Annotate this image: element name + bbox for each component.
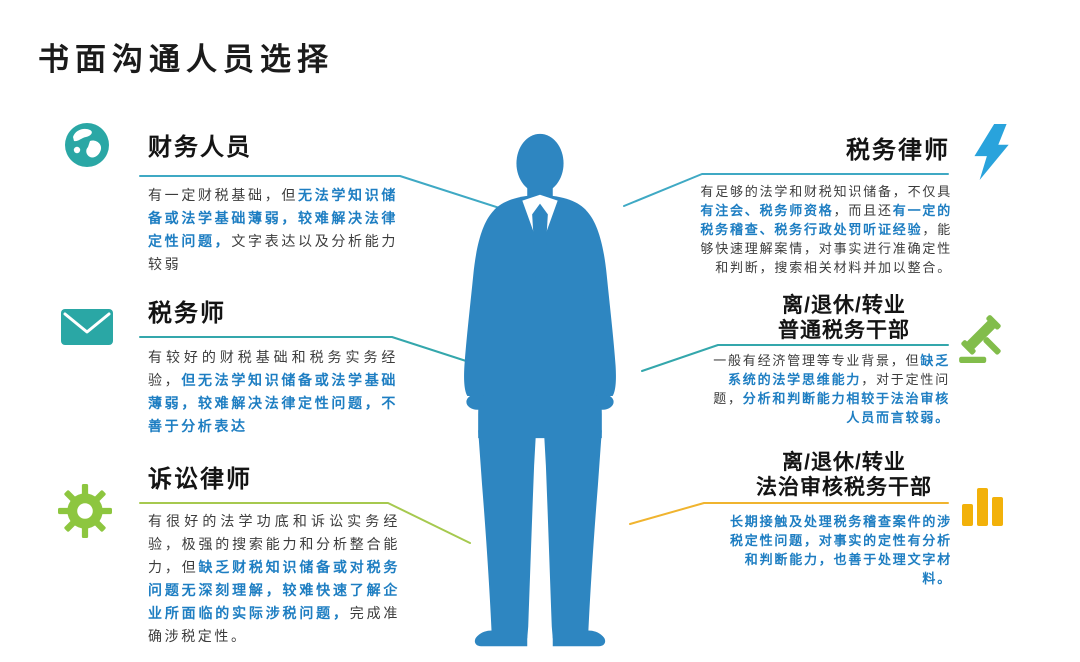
item-title-line: 离/退休/转业 [782,451,906,474]
desc-segment: 文字表达以及分析能力较弱 [148,233,399,272]
desc-segment-highlight: 长期接触及处理税务稽查案件的涉税定性问题，对事实的定性有分析和判断能力，也善于处… [729,514,952,586]
desc-segment: 一般有经济管理等专业背景，但 [713,353,921,368]
item-description: 有较好的财税基础和税务实务经验，但无法学知识储备或法学基础薄弱，较难解决法律定性… [148,346,398,438]
item-title: 税务律师 [846,137,950,164]
desc-segment: ，对于定性问题， [713,372,950,406]
bar-chart-icon [960,484,1006,526]
globe-icon [63,121,111,169]
item-description: 有足够的法学和财税知识储备，不仅具有注会、税务师资格，而且还有一定的税务稽查、税… [694,182,952,277]
item-title: 财务人员 [148,134,252,161]
item-description: 一般有经济管理等专业背景，但缺乏系统的法学思维能力，对于定性问题，分析和判断能力… [700,351,950,427]
desc-segment: 有很好的法学功底和诉讼实务经验，极强的搜索能力和分析整合能力，但 [148,513,400,575]
envelope-icon [61,307,113,347]
gear-icon [57,484,112,538]
desc-segment: 完成准确涉税定性。 [148,605,400,644]
item-title: 离/退休/转业普通税务干部 [736,293,952,343]
desc-segment-highlight: 缺乏系统的法学思维能力 [727,353,950,387]
desc-segment: 有足够的法学和财税知识储备，不仅具 [700,184,952,199]
page-title: 书面沟通人员选择 [38,42,334,77]
item-title: 税务师 [148,300,226,327]
item-description: 长期接触及处理税务稽查案件的涉税定性问题，对事实的定性有分析和判断能力，也善于处… [718,512,952,588]
item-title-line: 法治审核税务干部 [756,476,932,499]
desc-segment-highlight: 分析和判断能力相较于法治审核人员而言较弱。 [742,391,950,425]
desc-segment: 有较好的财税基础和税务实务经验， [148,349,398,388]
desc-segment: ，能够快速理解案情，对事实进行准确定性和判断，搜索相关材料并加以整合。 [700,222,952,275]
desc-segment-highlight: 缺乏财税知识储备或对税务问题无深刻理解，较难快速了解企业所面临的实际涉税问题， [148,559,400,621]
desc-segment-highlight: 有注会、税务师资格 [700,203,834,218]
desc-segment-highlight: 无法学知识储备或法学基础薄弱，较难解决法律定性问题， [148,187,398,249]
businessman-silhouette [432,130,648,660]
desc-segment-highlight: 但无法学知识储备或法学基础薄弱，较难解决法律定性问题，不善于分析表达 [148,372,398,434]
item-title: 诉讼律师 [148,466,252,493]
desc-segment-highlight: 有一定的税务稽查、税务行政处罚听证经验 [700,203,952,237]
lightning-icon [970,124,1010,180]
gavel-icon [956,314,1006,364]
desc-segment: 有一定财税基础，但 [148,187,299,203]
item-title-line: 普通税务干部 [778,319,910,342]
desc-segment: ，而且还 [833,203,893,218]
item-title-line: 离/退休/转业 [782,294,906,317]
item-description: 有很好的法学功底和诉讼实务经验，极强的搜索能力和分析整合能力，但缺乏财税知识储备… [148,510,400,648]
item-description: 有一定财税基础，但无法学知识储备或法学基础薄弱，较难解决法律定性问题，文字表达以… [148,184,398,276]
item-title: 离/退休/转业法治审核税务干部 [736,450,952,500]
